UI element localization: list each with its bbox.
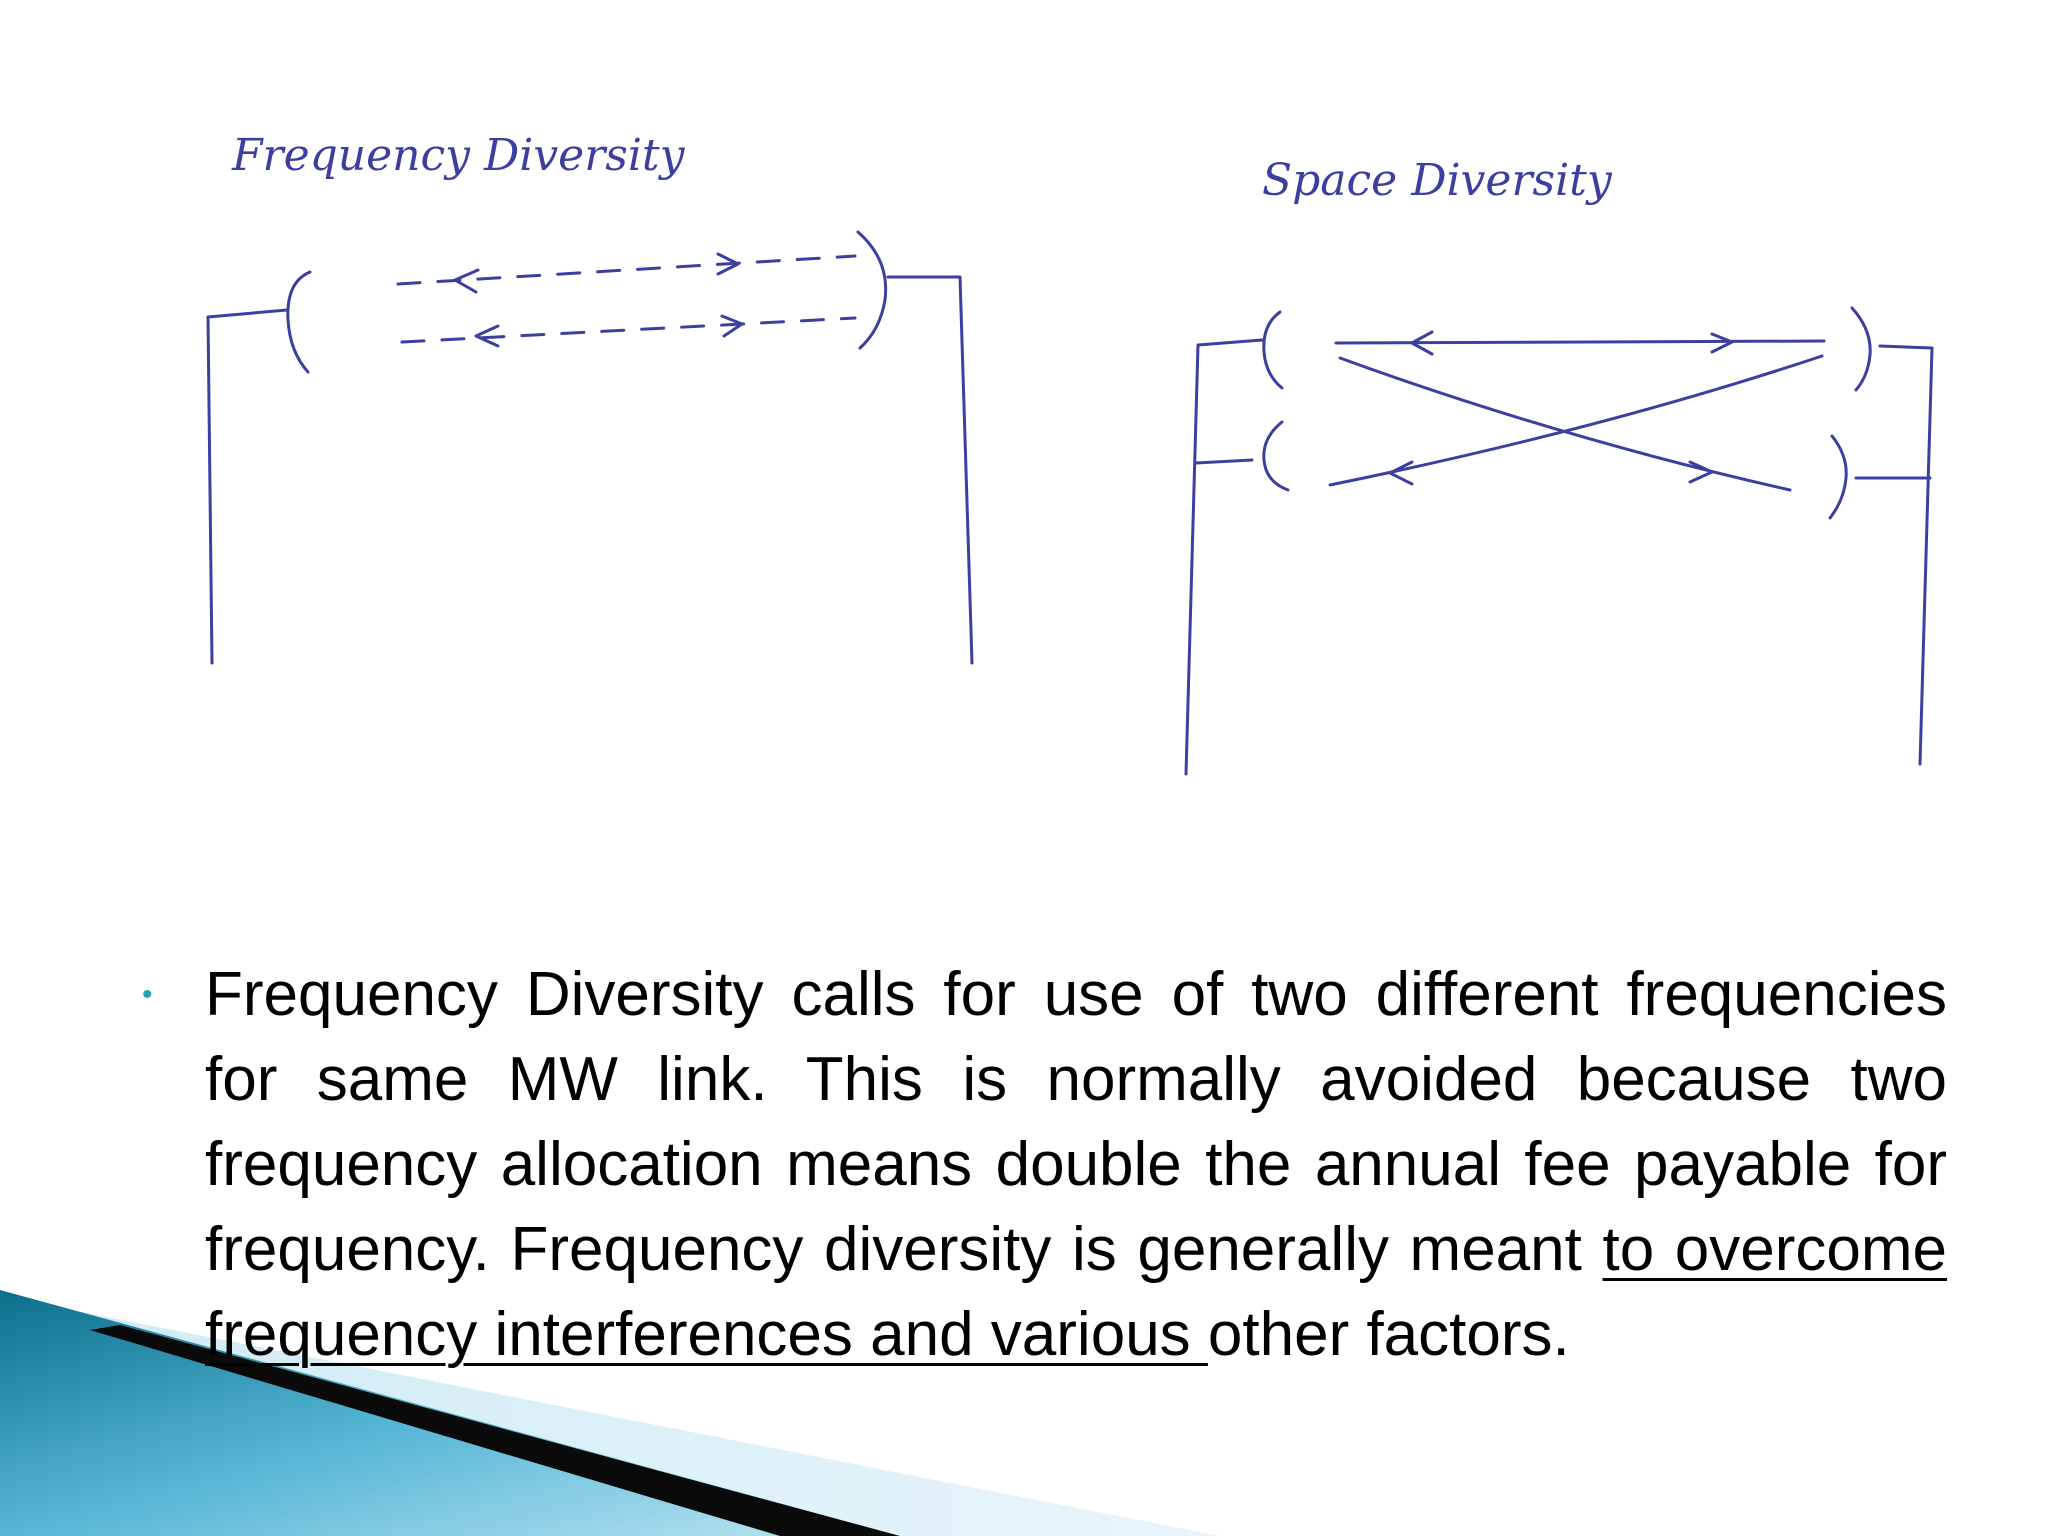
right-tower-2 xyxy=(1878,344,1934,766)
arrow-left-3 xyxy=(1410,330,1434,356)
signal-path-2 xyxy=(400,316,857,344)
bullet-dot-icon: • xyxy=(142,978,153,1011)
cross-link-1 xyxy=(1338,356,1792,492)
left-dish-2b xyxy=(1262,420,1290,492)
right-dish-1 xyxy=(856,230,888,350)
left-tower-1 xyxy=(206,308,289,665)
arrow-left-2 xyxy=(474,324,500,348)
right-dish-2a xyxy=(1850,306,1872,392)
frequency-diversity-title: Frequency Diversity xyxy=(231,130,686,181)
left-dish-1 xyxy=(286,270,312,374)
arrow-right-2 xyxy=(720,314,744,338)
bullet-text: Frequency Diversity calls for use of two… xyxy=(205,952,1947,1377)
arrow-left-1 xyxy=(453,268,480,294)
bullet-text-end: other factors. xyxy=(1207,1300,1570,1369)
arrow-right-3 xyxy=(1710,332,1734,354)
left-tower-2-arm xyxy=(1194,458,1254,465)
direct-link xyxy=(1334,339,1826,345)
right-dish-2b xyxy=(1828,434,1848,520)
bullet-text-underlined: to overcome frequency interferences and … xyxy=(205,1215,1948,1369)
cross-link-2 xyxy=(1328,354,1824,487)
space-diversity-title: Space Diversity xyxy=(1262,155,1613,206)
left-dish-2a xyxy=(1262,310,1284,390)
bullet-point: • Frequency Diversity calls for use of t… xyxy=(142,952,1947,1377)
frequency-diversity-diagram xyxy=(206,230,974,665)
arrow-right-4 xyxy=(1688,460,1714,484)
bullet-text-main: Frequency Diversity calls for use of two… xyxy=(205,960,1947,1284)
right-tower-1 xyxy=(886,275,974,665)
space-diversity-diagram xyxy=(1184,306,1934,776)
arrow-right-1 xyxy=(716,252,740,276)
signal-path-1 xyxy=(396,254,857,286)
left-tower-2 xyxy=(1184,338,1264,776)
arrow-left-4 xyxy=(1388,460,1414,486)
